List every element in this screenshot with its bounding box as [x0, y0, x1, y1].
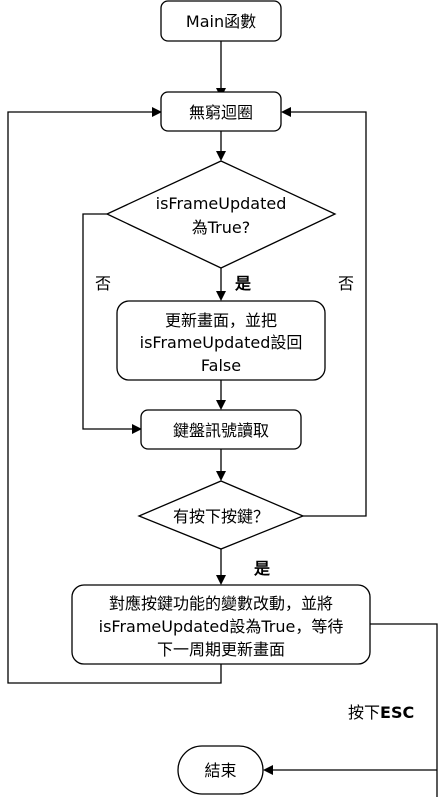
arrowhead: [216, 291, 226, 301]
edge-label-esc: 按下ESC: [348, 703, 414, 722]
edge-keycheck-no-to-loop: [289, 111, 367, 517]
arrowhead: [152, 107, 162, 117]
arrowhead: [216, 400, 226, 410]
arrowhead: [263, 765, 273, 775]
decision-frame-updated-line2: 為True?: [192, 218, 250, 237]
edge-label-esc-key: ESC: [380, 703, 414, 722]
node-update-screen: [116, 300, 326, 381]
node-update-screen-line2: isFrameUpdated設回: [140, 333, 303, 352]
arrowhead: [281, 107, 291, 117]
decision-key-pressed-label: 有按下按鍵？: [173, 507, 269, 526]
node-end: [177, 745, 264, 795]
decision-key-pressed: [137, 480, 305, 550]
edge-action-to-end: [271, 623, 438, 797]
edge-label-yes-action: 是: [253, 559, 270, 578]
edge-check-no-to-read: [82, 213, 134, 430]
node-update-screen-line3: False: [201, 356, 241, 375]
arrowhead: [216, 151, 226, 161]
node-update-screen-line1: 更新畫面，並把: [165, 311, 277, 330]
decision-frame-updated-line1: isFrameUpdated: [156, 194, 287, 213]
edge-label-esc-prefix: 按下: [348, 703, 380, 722]
node-key-action-line2: isFrameUpdated設為True，等待: [99, 617, 344, 636]
node-key-action-line1: 對應按鍵功能的變數改動，並將: [109, 594, 333, 613]
node-main-label: Main函數: [186, 12, 256, 31]
node-read-keyboard-label: 鍵盤訊號讀取: [173, 421, 269, 440]
edge-label-no-right: 否: [338, 274, 354, 293]
node-end-label: 結束: [204, 761, 236, 780]
node-key-action: [71, 584, 371, 665]
node-key-action-line3: 下一周期更新畫面: [157, 640, 285, 659]
arrowhead: [216, 471, 226, 481]
node-infinite-loop-label: 無窮迴圈: [189, 103, 253, 122]
edge-label-no-left: 否: [95, 274, 111, 293]
arrowhead: [132, 424, 142, 434]
edge-action-to-loop: [7, 111, 222, 684]
arrowhead: [216, 575, 226, 585]
node-read-keyboard: [140, 409, 302, 450]
node-infinite-loop: [160, 91, 282, 132]
edge-label-yes-update: 是: [234, 274, 251, 293]
node-main: [160, 0, 282, 42]
decision-frame-updated: [105, 160, 337, 269]
